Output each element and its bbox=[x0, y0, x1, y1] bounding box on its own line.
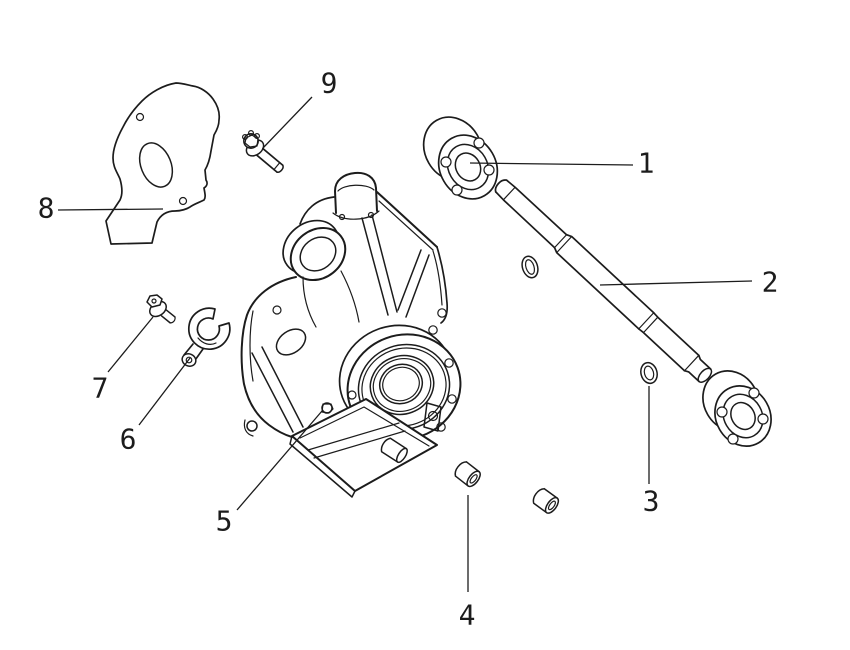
callout-label-crankcase-housing: 5 bbox=[216, 505, 233, 538]
callout-label-flange-bolt-long: 9 bbox=[321, 67, 338, 100]
upper-collar bbox=[289, 226, 347, 282]
ball-bearing-upper bbox=[422, 116, 499, 200]
bearing-ball bbox=[440, 156, 452, 168]
bearing-ball bbox=[716, 406, 728, 418]
bearing-ball bbox=[483, 164, 495, 176]
bearing-ball bbox=[748, 387, 760, 399]
crankcase-housing bbox=[240, 171, 462, 498]
flange-bolt-long bbox=[242, 130, 284, 174]
callout-leader-flange-bolt-long bbox=[262, 96, 313, 149]
callout-leader-shift-fork bbox=[138, 357, 191, 426]
bolt-shaft bbox=[160, 309, 176, 324]
gasket-center-hole bbox=[138, 142, 174, 188]
bushing-left bbox=[454, 461, 481, 488]
callout-leader-transmission-shaft bbox=[599, 280, 753, 286]
transmission-shaft bbox=[494, 179, 713, 383]
bushing-right bbox=[532, 487, 560, 514]
fork-claw bbox=[187, 307, 231, 351]
callout-label-snap-ring-lower: 3 bbox=[643, 485, 660, 518]
callout-leader-gasket-plate bbox=[57, 208, 164, 211]
gasket-bolt-hole bbox=[135, 112, 145, 122]
callout-label-bushing-left: 4 bbox=[459, 599, 476, 632]
snap-ring-lower bbox=[640, 361, 658, 385]
callouts-layer: 1 2 3 4 5 67 8 9 bbox=[38, 67, 779, 632]
gasket-bolt-hole bbox=[178, 196, 188, 206]
gasket-plate bbox=[105, 82, 221, 245]
snap-ring-upper bbox=[521, 255, 539, 279]
flange-bolt-small bbox=[146, 294, 176, 324]
side-oval-opening bbox=[275, 328, 307, 356]
callout-label-flange-bolt-small: 7 bbox=[92, 372, 109, 405]
callout-leader-ball-bearing-upper bbox=[469, 162, 634, 166]
callout-label-transmission-shaft: 2 bbox=[762, 266, 779, 299]
ball-bearing-lower bbox=[702, 370, 772, 447]
bolt-head bbox=[146, 294, 163, 308]
bearing-ball bbox=[451, 184, 463, 196]
base-skid-plate bbox=[291, 398, 438, 492]
bolt-shaft bbox=[256, 147, 284, 174]
bearing-ball bbox=[727, 433, 739, 445]
callout-leader-flange-bolt-small bbox=[107, 316, 154, 373]
callout-label-gasket-plate: 8 bbox=[38, 192, 55, 225]
callout-label-ball-bearing-upper: 1 bbox=[638, 147, 655, 180]
callout-label-shift-fork: 6 bbox=[120, 423, 137, 456]
callout-leader-crankcase-housing bbox=[236, 410, 323, 511]
shift-fork bbox=[181, 307, 231, 367]
lower-boss bbox=[380, 437, 408, 464]
bearing-ball bbox=[757, 413, 769, 425]
bearing-ball bbox=[473, 137, 485, 149]
